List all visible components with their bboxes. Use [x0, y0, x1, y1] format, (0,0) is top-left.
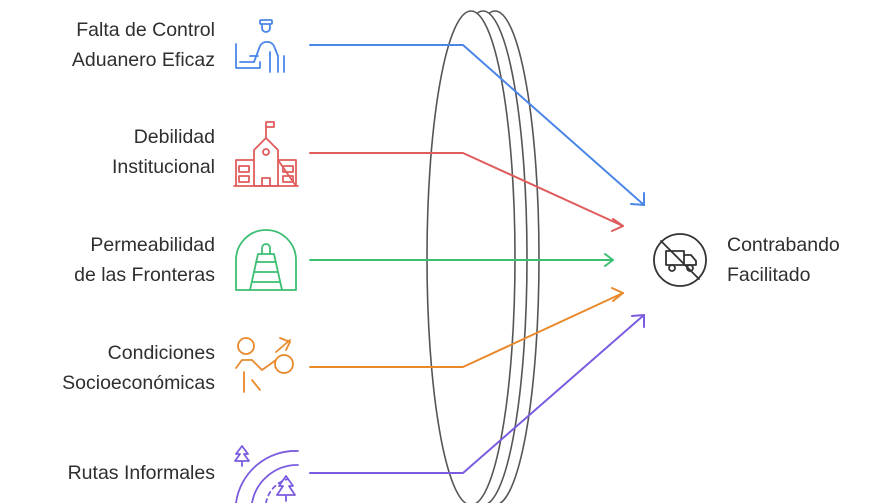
- outcome-label: Contrabando Facilitado: [727, 230, 840, 290]
- lens-shape: [426, 10, 540, 503]
- factor-label-line: Socioeconómicas: [62, 372, 215, 394]
- factor-label-institucional: Debilidad Institucional: [112, 122, 215, 182]
- factor-label-line: Debilidad: [133, 126, 215, 148]
- connector-control: [309, 44, 645, 206]
- institution-building-icon: [233, 121, 299, 187]
- factor-label-line: Aduanero Eficaz: [71, 49, 215, 71]
- factor-label-fronteras: Permeabilidad de las Fronteras: [74, 230, 215, 290]
- factor-label-line: Institucional: [112, 156, 215, 178]
- connector-socio: [309, 287, 624, 368]
- factor-label-rutas: Rutas Informales: [68, 458, 215, 488]
- forest-road-icon: [234, 445, 299, 503]
- railway-tunnel-icon: [235, 229, 297, 291]
- customs-officer-icon: [235, 19, 285, 73]
- connector-rutas: [309, 314, 645, 474]
- outcome-label-line: Contrabando: [727, 234, 840, 256]
- migrant-with-bundle-icon: [235, 337, 294, 393]
- factor-label-line: de las Fronteras: [74, 264, 215, 286]
- factor-label-line: Condiciones: [107, 342, 215, 364]
- factor-label-control: Falta de Control Aduanero Eficaz: [72, 15, 215, 75]
- outcome-label-line: Facilitado: [727, 264, 811, 286]
- connector-fronteras: [309, 253, 614, 267]
- factor-label-line: Rutas Informales: [67, 462, 215, 484]
- connector-institucional: [309, 152, 624, 232]
- no-truck-icon: [653, 233, 707, 287]
- factor-label-line: Permeabilidad: [90, 234, 215, 256]
- factor-label-socio: Condiciones Socioeconómicas: [62, 338, 215, 398]
- factor-label-line: Falta de Control: [76, 19, 215, 41]
